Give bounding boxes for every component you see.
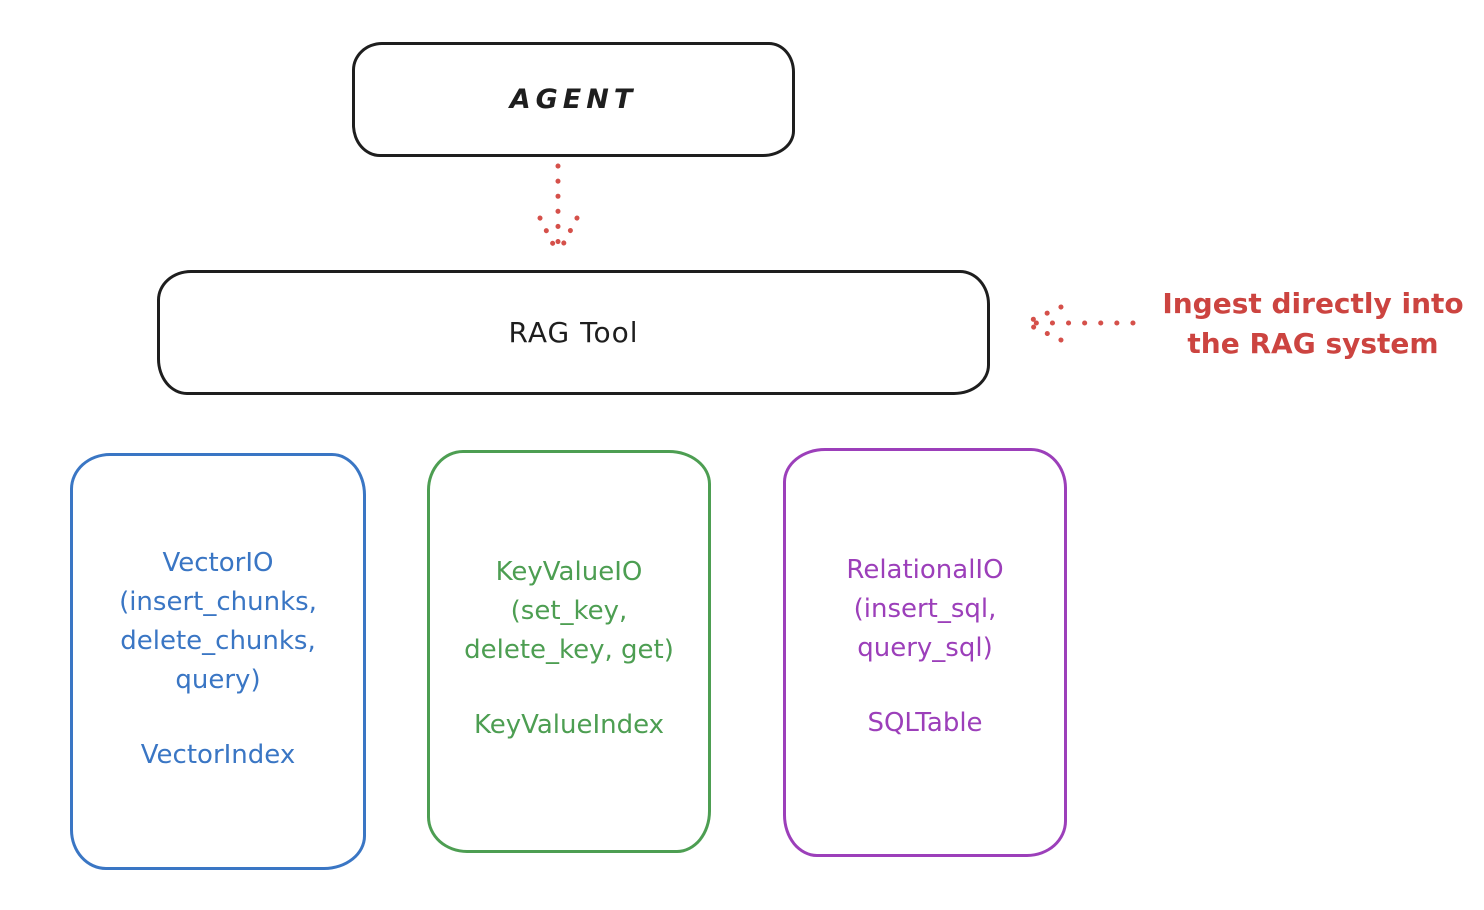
relational-io-line: query_sql) (857, 633, 993, 663)
agent-node: AGENT (352, 42, 795, 157)
vector-index-label: VectorIndex (140, 740, 296, 770)
annotation-line: the RAG system (1187, 327, 1439, 360)
keyvalue-io-node: KeyValueIO (set_key, delete_key, get) Ke… (427, 450, 711, 853)
keyvalue-io-line: delete_key, get) (464, 635, 674, 665)
annotation-to-ragtool-arrow (1022, 304, 1136, 343)
vector-io-line: query) (175, 665, 261, 695)
keyvalue-io-line: KeyValueIO (495, 557, 643, 587)
relational-io-line: RelationalIO (846, 555, 1004, 585)
vector-io-line: delete_chunks, (120, 626, 316, 656)
rag-tool-label: RAG Tool (508, 316, 639, 349)
annotation: Ingest directly into the RAG system (1148, 284, 1478, 364)
keyvalue-index-label: KeyValueIndex (473, 710, 665, 740)
relational-io-node: RelationalIO (insert_sql, query_sql) SQL… (783, 448, 1067, 857)
agent-label: AGENT (509, 84, 638, 115)
keyvalue-io-line: (set_key, (510, 596, 628, 626)
agent-to-ragtool-arrow (537, 163, 580, 257)
relational-io-line: (insert_sql, (853, 594, 997, 624)
sql-table-label: SQLTable (867, 708, 983, 738)
annotation-line: Ingest directly into (1162, 287, 1464, 320)
rag-tool-node: RAG Tool (157, 270, 990, 395)
vector-io-line: (insert_chunks, (119, 587, 317, 617)
vector-io-node: VectorIO (insert_chunks, delete_chunks, … (70, 453, 366, 870)
vector-io-line: VectorIO (162, 548, 274, 578)
